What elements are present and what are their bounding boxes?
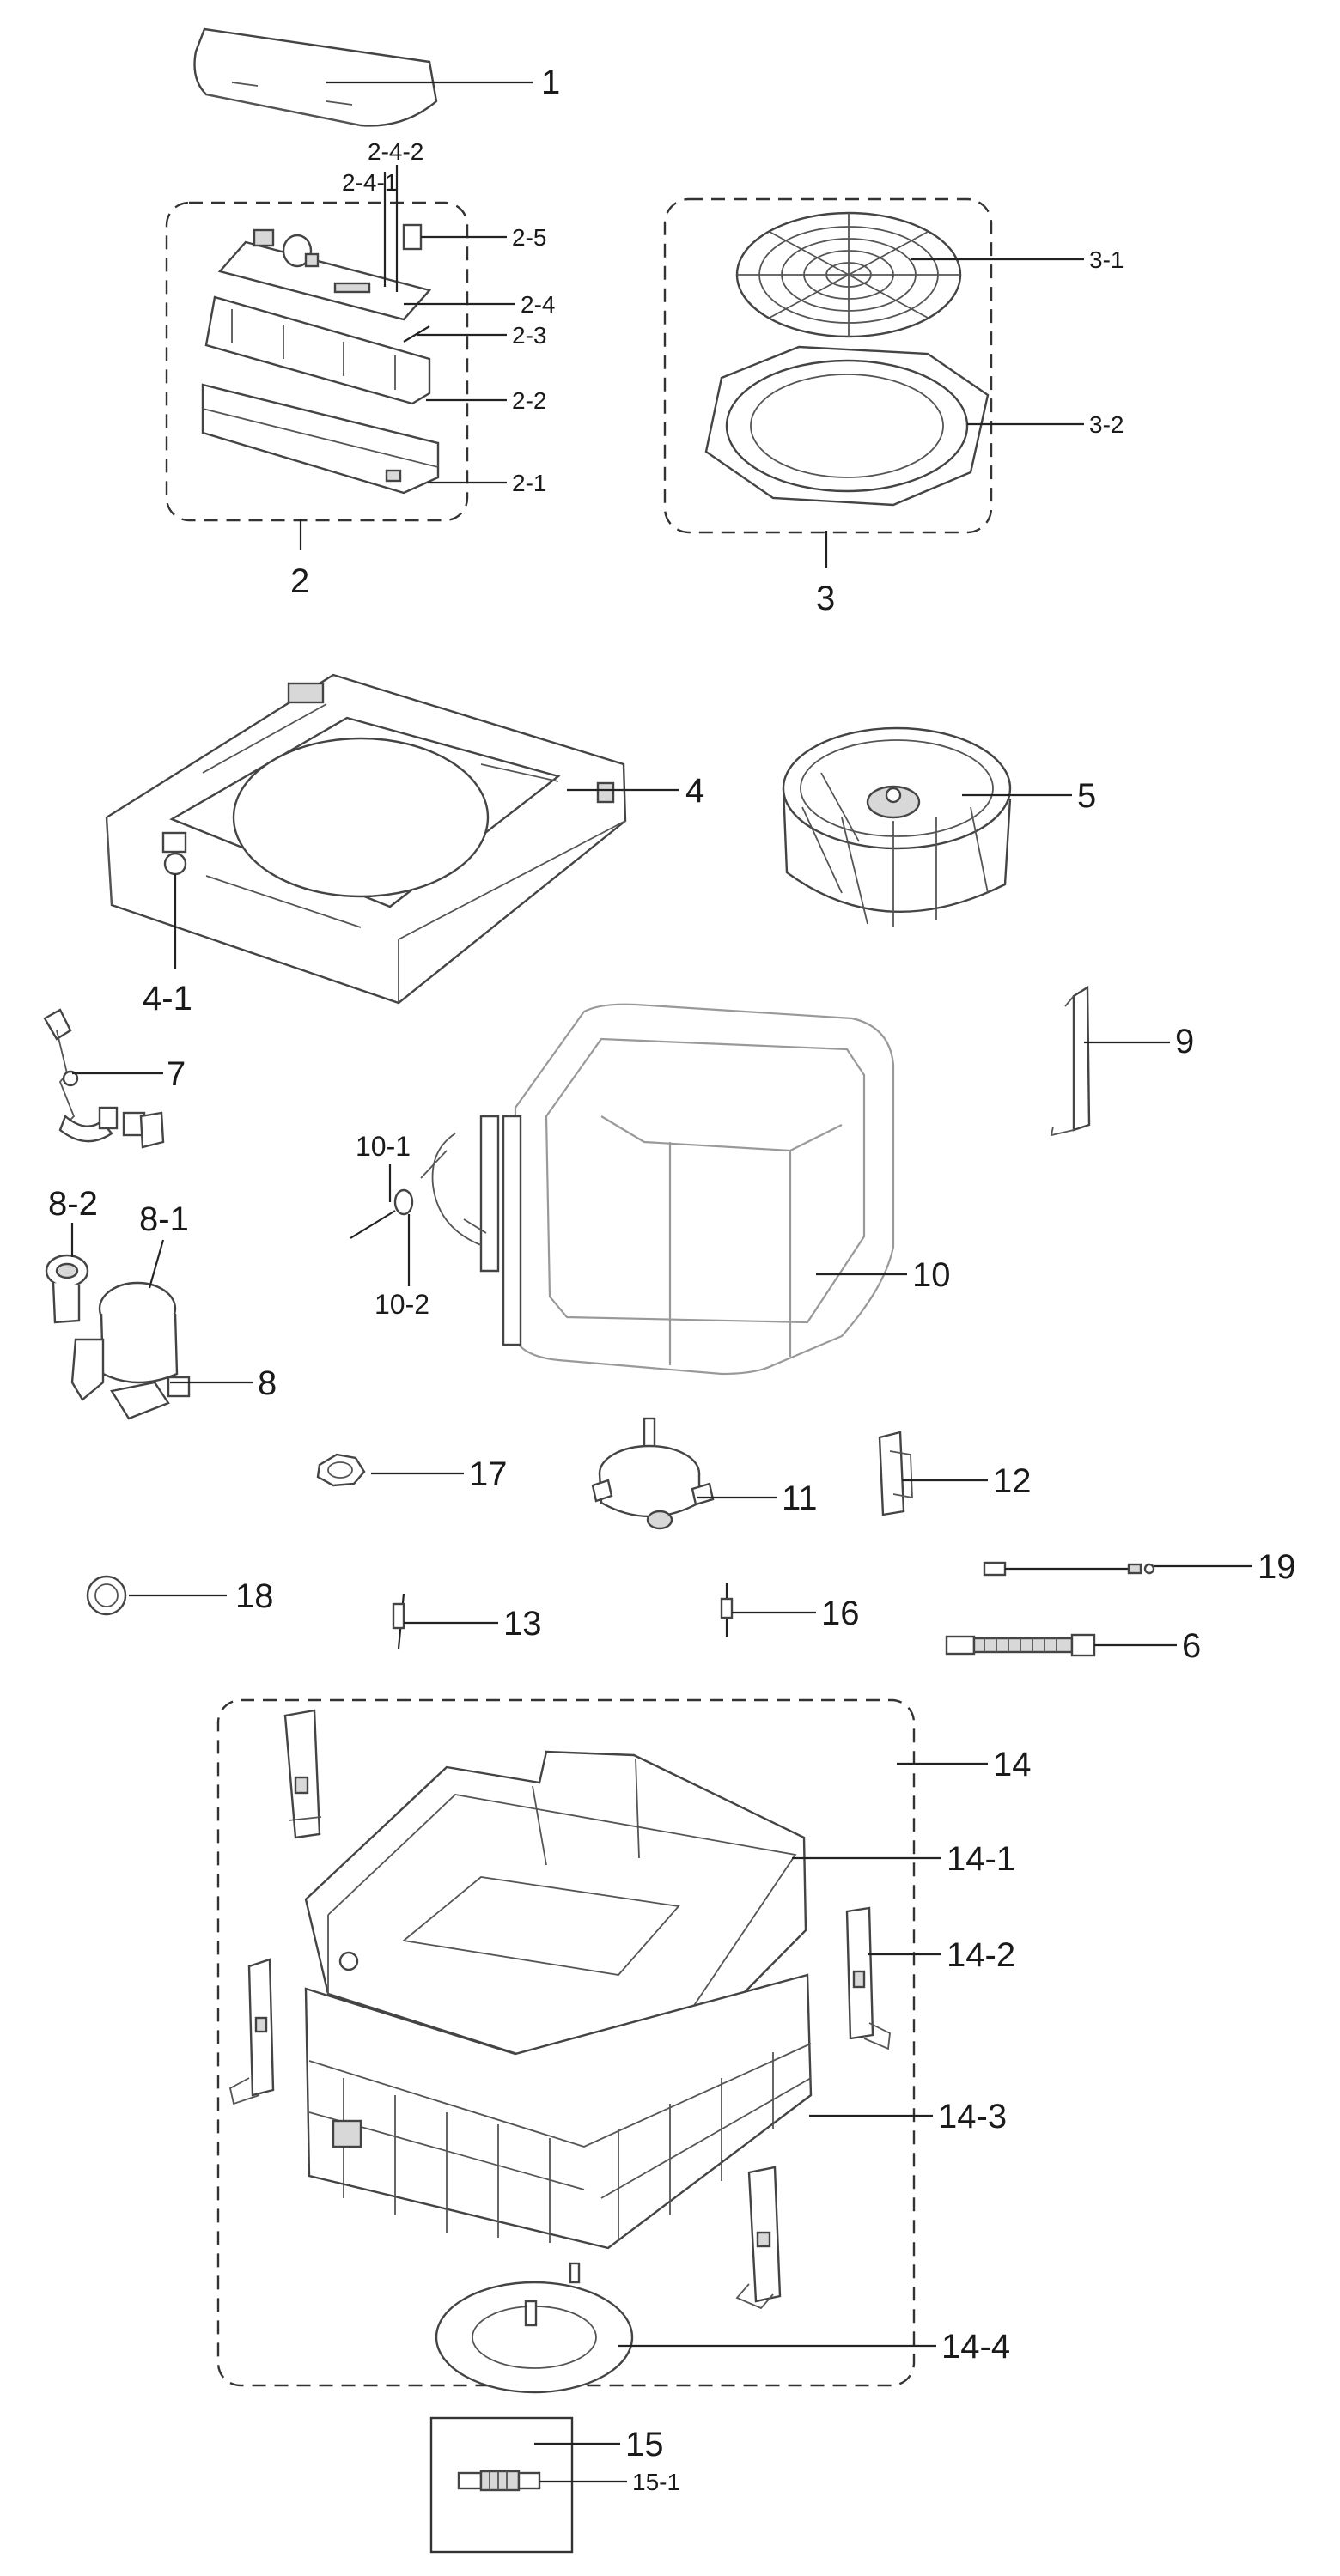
part-8-drain-pump	[45, 1254, 191, 1420]
label-5: 5	[1077, 777, 1096, 815]
label-3-2: 3-2	[1089, 411, 1124, 438]
label-2-3: 2-3	[512, 322, 546, 349]
label-10-1: 10-1	[356, 1131, 411, 1162]
part-10-heat-exchanger	[350, 1003, 895, 1376]
label-14-3: 14-3	[938, 2098, 1007, 2136]
label-1: 1	[541, 64, 560, 101]
label-14: 14	[993, 1746, 1032, 1783]
label-8-1: 8-1	[139, 1200, 189, 1238]
label-15: 15	[625, 2426, 664, 2464]
label-14-2: 14-2	[947, 1936, 1015, 1974]
part-11-fan-motor	[591, 1417, 715, 1530]
label-19: 19	[1258, 1548, 1296, 1586]
part-13-sensor	[392, 1593, 405, 1649]
part-9-bracket	[1050, 985, 1091, 1137]
label-2-4-2: 2-4-2	[368, 138, 423, 165]
group-2-control-box	[165, 201, 469, 522]
label-14-1: 14-1	[947, 1840, 1015, 1878]
part-1-cover	[193, 27, 533, 127]
part-18-washer	[86, 1575, 127, 1616]
label-12: 12	[993, 1462, 1032, 1500]
part-16-sensor	[720, 1583, 734, 1637]
label-8-2: 8-2	[48, 1185, 98, 1223]
part-5-turbo-fan	[782, 726, 1012, 927]
label-2: 2	[290, 562, 309, 600]
label-4: 4	[685, 772, 704, 810]
label-7: 7	[167, 1055, 186, 1093]
label-15-1: 15-1	[632, 2469, 680, 2495]
label-2-2: 2-2	[512, 387, 546, 414]
label-6: 6	[1182, 1627, 1201, 1665]
group-3-fan-guard-assembly	[663, 197, 993, 534]
label-16: 16	[821, 1595, 860, 1632]
label-8: 8	[258, 1364, 277, 1402]
label-2-1: 2-1	[512, 470, 546, 496]
part-17-nut	[316, 1453, 366, 1487]
label-11: 11	[782, 1479, 818, 1517]
group-15-kit	[429, 2416, 574, 2554]
label-10-2: 10-2	[375, 1289, 429, 1320]
label-13: 13	[503, 1605, 542, 1643]
label-2-5: 2-5	[512, 224, 546, 251]
label-2-4-1: 2-4-1	[342, 169, 398, 196]
part-4-body-frame	[105, 673, 627, 1005]
label-17: 17	[469, 1455, 508, 1493]
part-7-drain-hose-kit	[43, 1008, 165, 1149]
part-12-motor-bracket	[878, 1431, 913, 1516]
group-14-cabinet	[216, 1698, 916, 2394]
label-4-1: 4-1	[143, 980, 192, 1018]
part-6-flexible-hose	[945, 1633, 1096, 1657]
label-18: 18	[235, 1577, 274, 1615]
label-10: 10	[912, 1256, 951, 1294]
part-19-cable	[983, 1561, 1155, 1577]
label-14-4: 14-4	[941, 2328, 1010, 2366]
label-3-1: 3-1	[1089, 246, 1124, 273]
label-9: 9	[1175, 1023, 1194, 1060]
label-3: 3	[816, 580, 835, 617]
label-2-4: 2-4	[521, 291, 555, 318]
